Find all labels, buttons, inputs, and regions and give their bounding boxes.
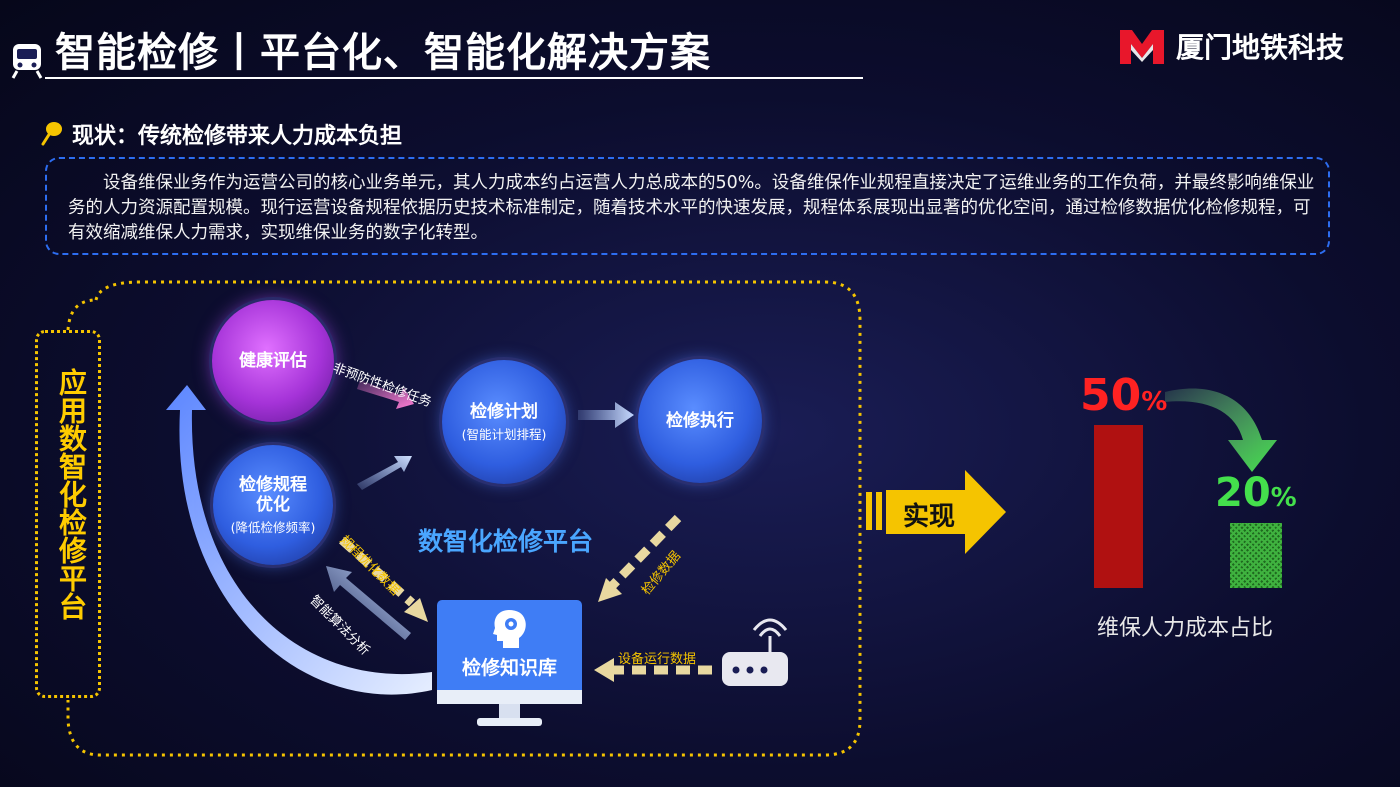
node-plan-sub: (智能计划排程) [461, 426, 547, 442]
node-optimize-sub: (降低检修频率) [230, 519, 316, 535]
bar-value-label-20: 20% [1215, 470, 1297, 516]
arrow-maint-data [598, 514, 682, 602]
node-health-assessment: 健康评估 [212, 300, 334, 422]
pushpin-icon [41, 122, 62, 146]
node-knowledge-base-label: 检修知识库 [461, 657, 557, 679]
node-plan-label: 检修计划 [470, 401, 538, 422]
description-text: 设备维保业务作为运营公司的核心业务单元，其人力成本约占运营人力总成本的50%。设… [68, 173, 1315, 243]
brain-head-icon [493, 610, 526, 648]
arrow-algorithm [326, 566, 411, 640]
bar-unit-20: % [1270, 483, 1297, 513]
arrow-plan-to-exec [578, 402, 634, 428]
side-label: 应用数智化检修平台 [55, 368, 88, 620]
page-title: 智能检修丨平台化、智能化解决方案 [55, 30, 711, 76]
node-maintenance-plan: 检修计划 (智能计划排程) [442, 360, 566, 484]
platform-frame [66, 280, 862, 757]
metro-logo-icon [1120, 30, 1164, 64]
bar-value-label-50: 50% [1080, 370, 1167, 421]
section-heading: 现状：传统检修带来人力成本负担 [40, 118, 402, 150]
train-icon [11, 44, 43, 79]
node-rule-optimization: 检修规程优化 (降低检修频率) [213, 445, 333, 565]
router-icon [722, 618, 788, 686]
logo-text: 厦门地铁科技 [1176, 31, 1345, 64]
realize-arrow [866, 470, 1006, 554]
node-optimize-label: 检修规程优化 [239, 474, 307, 515]
side-label-frame [35, 330, 101, 698]
bar-target [1230, 522, 1282, 588]
bar-value-50: 50 [1080, 370, 1142, 421]
node-maintenance-execution: 检修执行 [638, 359, 762, 483]
bar-value-20: 20 [1215, 470, 1271, 516]
bar-unit-50: % [1141, 387, 1168, 417]
decrease-arrow [1165, 388, 1277, 472]
realize-label: 实现 [903, 502, 956, 532]
description-box [45, 157, 1330, 255]
node-health-label: 健康评估 [239, 351, 307, 371]
arrow-health-to-plan [357, 380, 414, 409]
section-heading-text: 现状：传统检修带来人力成本负担 [72, 124, 403, 149]
platform-label: 数智化检修平台 [418, 527, 594, 556]
chart-caption: 维保人力成本占比 [1097, 616, 1274, 641]
arrow-optimize-to-plan [357, 456, 412, 490]
brand-logo: 厦门地铁科技 [1116, 26, 1344, 66]
edge-label-device-data: 设备运行数据 [618, 652, 697, 667]
arrow-rule-data [338, 536, 428, 622]
title-divider [45, 77, 863, 79]
node-exec-label: 检修执行 [666, 411, 734, 431]
monitor-icon [437, 600, 582, 726]
bar-current [1094, 425, 1143, 588]
arrow-device-data [594, 658, 712, 682]
